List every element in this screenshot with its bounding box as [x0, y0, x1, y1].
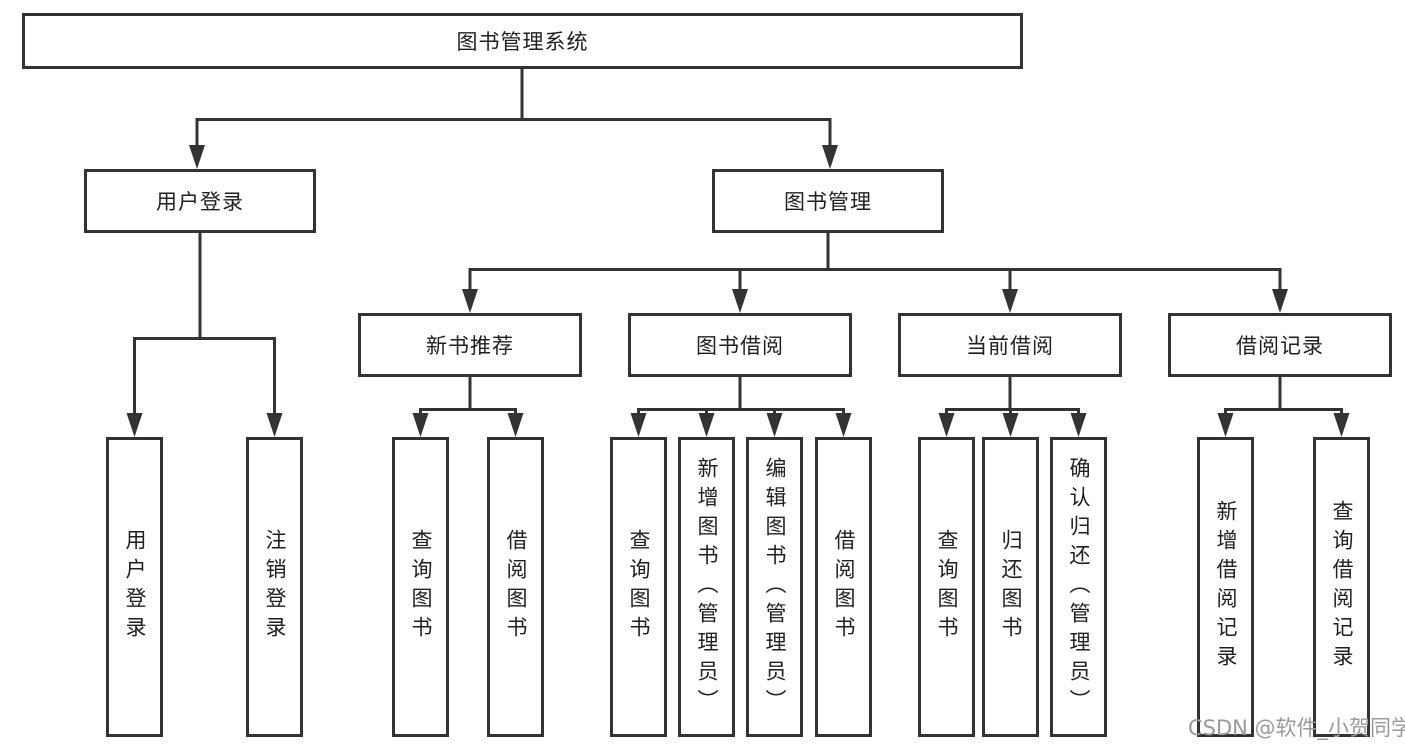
arrow-leaf-2 [412, 413, 429, 437]
arrow-leaf-8 [938, 413, 955, 437]
leaf-borrow-books-recommend: 借阅图书 [487, 437, 544, 737]
connector-user-login-drops [133, 337, 276, 416]
connector-l2-drops [195, 118, 832, 147]
arrow-leaf-12 [1333, 413, 1350, 437]
leaf-confirm-return-admin: 确认归还（管理员） [1050, 437, 1107, 737]
arrow-to-new-book [462, 289, 478, 313]
leaf-query-books-borrowing: 查询图书 [610, 437, 667, 737]
arrow-leaf-3 [507, 413, 524, 437]
leaf-query-books-recommend: 查询图书 [392, 437, 449, 737]
arrow-leaf-10 [1070, 413, 1087, 437]
leaf-user-login: 用户登录 [106, 437, 163, 737]
leaf-add-book-admin: 新增图书（管理员） [678, 437, 735, 737]
arrow-leaf-5 [698, 413, 715, 437]
node-current-borrowing: 当前借阅 [898, 313, 1122, 377]
leaf-add-borrow-record: 新增借阅记录 [1197, 437, 1254, 737]
connector-l3-stems [468, 377, 1282, 410]
leaf-logout: 注销登录 [246, 437, 303, 737]
arrow-to-user-login [189, 145, 205, 169]
leaf-query-borrow-record: 查询借阅记录 [1313, 437, 1370, 737]
leaf-edit-book-admin: 编辑图书（管理员） [746, 437, 803, 737]
node-new-book-recommendation: 新书推荐 [358, 313, 582, 377]
leaf-query-books-current: 查询图书 [918, 437, 975, 737]
connector-l3-drops [468, 268, 1282, 292]
arrow-to-borrowing-records [1272, 289, 1288, 313]
arrow-leaf-1 [266, 413, 283, 437]
arrow-to-current-borrowing [1002, 289, 1018, 313]
leaf-return-book: 归还图书 [982, 437, 1039, 737]
arrow-to-book-management [822, 145, 838, 169]
node-library-system: 图书管理系统 [22, 13, 1023, 69]
arrow-to-book-borrowing [732, 289, 748, 313]
node-user-login: 用户登录 [84, 169, 316, 233]
arrow-leaf-9 [1002, 413, 1019, 437]
csdn-watermark: CSDN @软件_小贺同学 [1188, 716, 1405, 740]
leaf-borrow-books: 借阅图书 [815, 437, 872, 737]
arrow-leaf-7 [835, 413, 852, 437]
arrow-leaf-6 [766, 413, 783, 437]
arrow-leaf-11 [1217, 413, 1234, 437]
arrow-leaf-0 [126, 413, 143, 437]
arrow-leaf-4 [630, 413, 647, 437]
node-book-borrowing: 图书借阅 [628, 313, 852, 377]
connector-leaf-drops [419, 408, 1343, 415]
node-book-management: 图书管理 [712, 169, 944, 233]
node-borrowing-records: 借阅记录 [1168, 313, 1392, 377]
